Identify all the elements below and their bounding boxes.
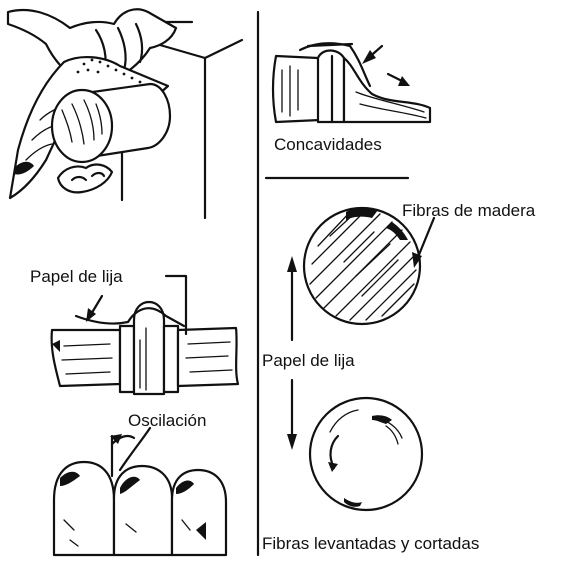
- sandpaper-label-left: Papel de lija: [30, 267, 123, 286]
- oscillation-illustration: [52, 426, 228, 557]
- raised-cut-fibers-circle: [308, 396, 424, 512]
- hand-sanding-illustration: [6, 8, 244, 220]
- oscillation-label: Oscilación: [128, 411, 206, 430]
- raised-cut-fibers-label: Fibras levantadas y cortadas: [262, 534, 479, 553]
- concavities-label: Concavidades: [274, 135, 382, 154]
- sandpaper-motion-arrow: [287, 256, 297, 450]
- concavities-illustration: [271, 42, 432, 124]
- panel-dividers: [256, 10, 410, 557]
- sandpaper-on-bead-illustration: [50, 274, 240, 396]
- sandpaper-label-right: Papel de lija: [262, 351, 355, 370]
- wood-fibers-label: Fibras de madera: [402, 201, 536, 220]
- wood-fibers-circle: [302, 206, 436, 326]
